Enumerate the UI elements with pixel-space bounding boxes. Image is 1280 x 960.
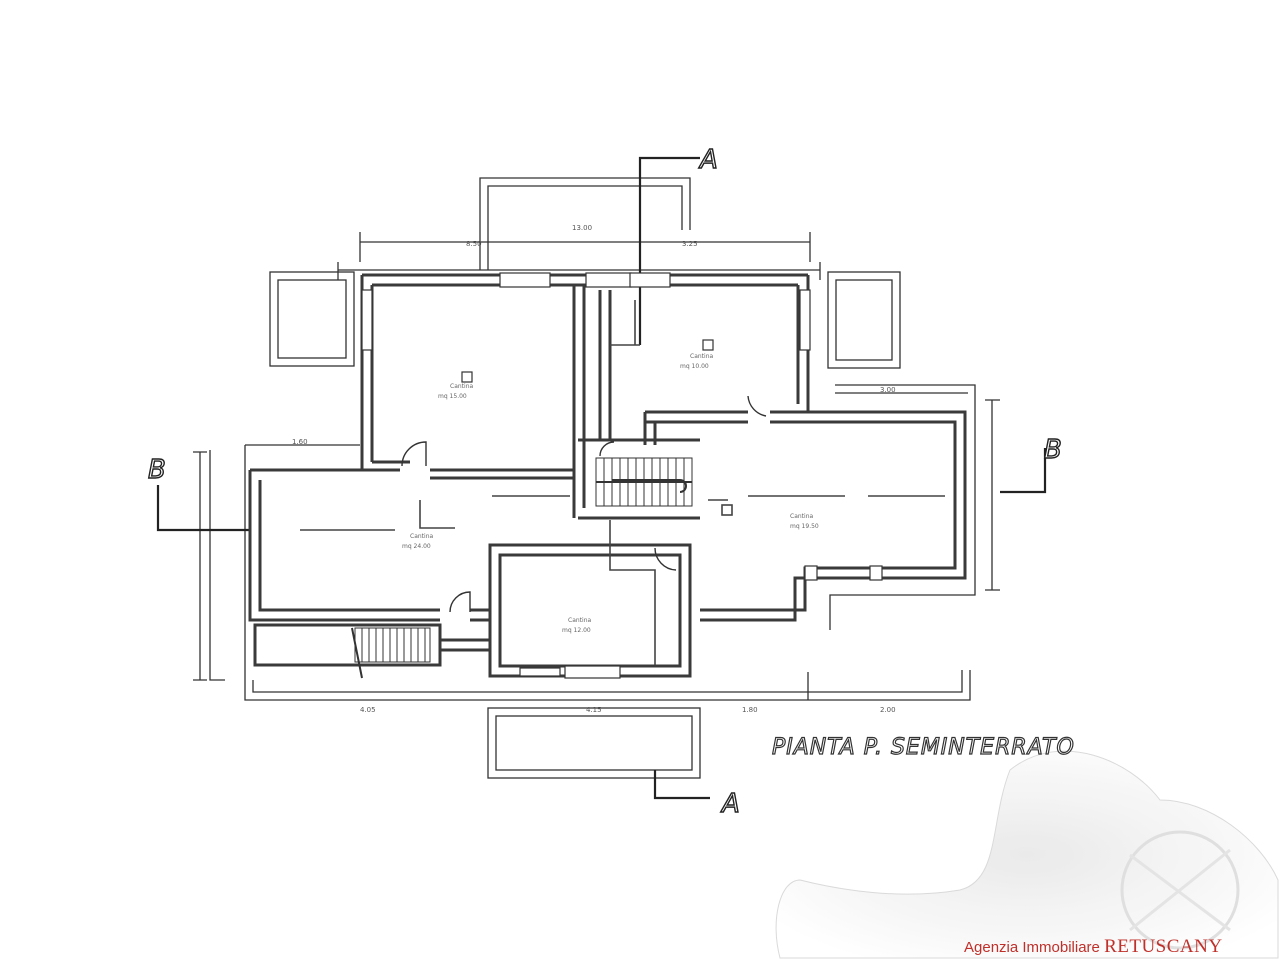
- svg-text:Cantina: Cantina: [450, 383, 473, 390]
- brand-name: RETUSCANY: [1104, 936, 1223, 957]
- section-mark-b-left: B: [148, 455, 166, 485]
- svg-text:Cantina: Cantina: [568, 617, 591, 624]
- svg-text:1.60: 1.60: [292, 438, 308, 446]
- svg-text:1.80: 1.80: [742, 706, 758, 714]
- plan-title: PIANTA P. SEMINTERRATO: [772, 735, 1075, 760]
- svg-text:mq 15.00: mq 15.00: [438, 393, 467, 400]
- svg-text:8.50: 8.50: [466, 240, 482, 248]
- svg-text:Cantina: Cantina: [790, 513, 813, 520]
- dimension-labels: 13.00 8.50 3.25 3.00 1.60 4.05 4.15 1.80…: [292, 224, 896, 714]
- svg-text:Cantina: Cantina: [690, 353, 713, 360]
- svg-text:4.15: 4.15: [586, 706, 602, 714]
- windows: [361, 272, 883, 679]
- section-lines: [156, 156, 1047, 800]
- section-mark-a-bottom: A: [720, 789, 740, 819]
- svg-text:2.00: 2.00: [880, 706, 896, 714]
- walls: [248, 273, 967, 678]
- svg-text:3.00: 3.00: [880, 386, 896, 394]
- svg-text:3.25: 3.25: [682, 240, 698, 248]
- room-markers: [461, 339, 714, 383]
- dimension-frames: [193, 177, 1000, 779]
- svg-text:4.05: 4.05: [360, 706, 376, 714]
- svg-text:mq 19.50: mq 19.50: [790, 523, 819, 530]
- section-mark-b-right: B: [1044, 435, 1062, 465]
- svg-text:Cantina: Cantina: [410, 533, 433, 540]
- agency-watermark: Agenzia Immobiliare RETUSCANY: [964, 936, 1223, 958]
- svg-text:mq 10.00: mq 10.00: [680, 363, 709, 370]
- room-labels: Cantina mq 15.00 Cantina mq 10.00 Cantin…: [402, 353, 819, 634]
- section-mark-a-top: A: [698, 145, 718, 175]
- hall-lines: [300, 300, 945, 665]
- svg-text:13.00: 13.00: [572, 224, 592, 232]
- svg-text:mq 24.00: mq 24.00: [402, 543, 431, 550]
- stairs-main: [595, 457, 693, 507]
- watermark-shape: [775, 750, 1279, 959]
- doors: [401, 395, 767, 613]
- svg-text:mq 12.00: mq 12.00: [562, 627, 591, 634]
- stairs-lower: [351, 627, 431, 679]
- brand-prefix: Agenzia Immobiliare: [964, 939, 1100, 956]
